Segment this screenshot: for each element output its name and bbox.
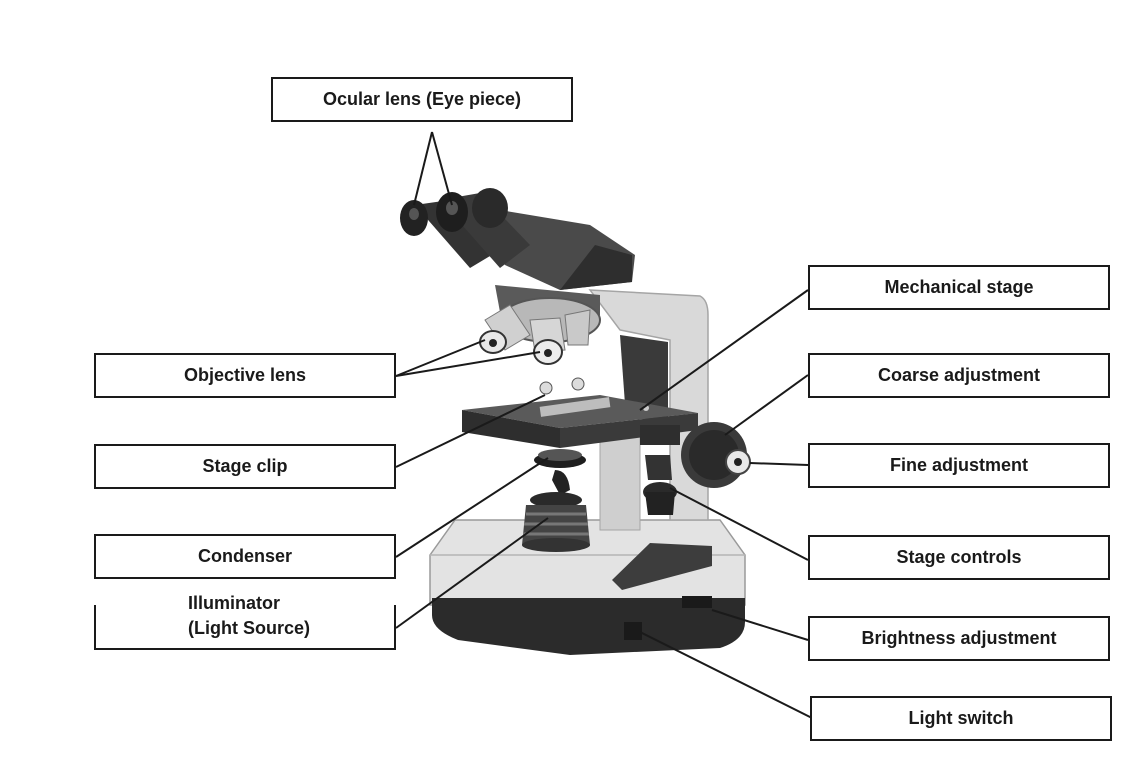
label-illuminator: Illuminator (Light Source) <box>94 591 396 650</box>
label-mechanical-stage: Mechanical stage <box>808 265 1110 310</box>
label-brightness-adjustment: Brightness adjustment <box>808 616 1110 661</box>
label-coarse-adjustment: Coarse adjustment <box>808 353 1110 398</box>
label-stage-clip-text: Stage clip <box>202 456 288 477</box>
objective-turret <box>479 297 601 365</box>
label-stage-controls-text: Stage controls <box>896 547 1022 568</box>
leader-lines <box>395 131 813 719</box>
stage <box>462 377 698 448</box>
microscope-base <box>429 519 746 655</box>
label-illuminator-line1: Illuminator <box>188 591 281 616</box>
label-fine-adjustment-text: Fine adjustment <box>889 455 1028 476</box>
label-condenser-text: Condenser <box>197 546 293 567</box>
condenser <box>534 449 586 495</box>
label-brightness-adjustment-text: Brightness adjustment <box>861 628 1057 649</box>
microscope-head <box>400 188 635 315</box>
label-stage-controls: Stage controls <box>808 535 1110 580</box>
label-coarse-adjustment-text: Coarse adjustment <box>877 365 1041 386</box>
label-condenser: Condenser <box>94 534 396 579</box>
label-objective-lens: Objective lens <box>94 353 396 398</box>
label-fine-adjustment: Fine adjustment <box>808 443 1110 488</box>
label-ocular-lens-text: Ocular lens (Eye piece) <box>322 89 522 110</box>
label-ocular-lens: Ocular lens (Eye piece) <box>271 77 573 122</box>
illuminator <box>522 492 590 552</box>
label-mechanical-stage-text: Mechanical stage <box>884 277 1034 298</box>
focus-knobs <box>640 422 751 515</box>
label-illuminator-line2: (Light Source) <box>188 615 310 640</box>
label-light-switch: Light switch <box>810 696 1112 741</box>
label-objective-lens-text: Objective lens <box>183 365 307 386</box>
label-light-switch-text: Light switch <box>908 708 1014 729</box>
label-stage-clip: Stage clip <box>94 444 396 489</box>
